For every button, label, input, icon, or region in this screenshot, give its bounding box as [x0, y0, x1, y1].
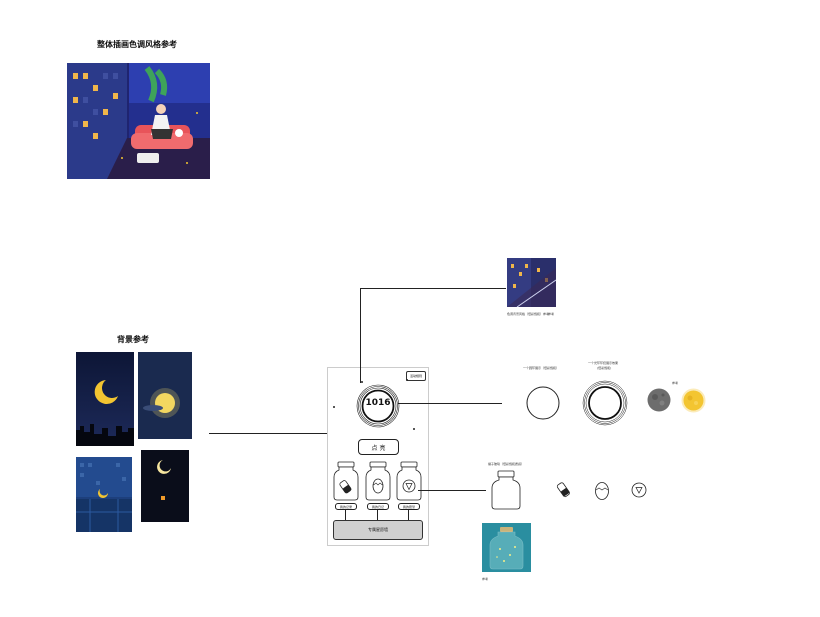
texture-ref-image	[507, 258, 556, 307]
connector-panel-h	[360, 288, 506, 289]
bg-ref-city-window	[76, 457, 132, 532]
jar-ref-photo	[482, 523, 531, 572]
moon-caption: 参考	[672, 381, 679, 385]
jar-connector	[345, 509, 346, 521]
star-dot	[333, 406, 335, 408]
yellow-moon	[681, 388, 706, 413]
rules-tag[interactable]: 活动规则	[406, 371, 426, 381]
style-ref-title: 整体插画色调风格参考	[97, 40, 177, 49]
connector-bg	[209, 433, 333, 434]
plain-circle	[526, 386, 560, 420]
jar-label-record: 我的记录	[335, 503, 357, 510]
circle2-caption-2: (低彩饱和)	[597, 366, 612, 370]
triangle-badge-icon	[631, 482, 647, 498]
circle2-caption: 一个光环环绕展示效果	[588, 361, 619, 365]
grey-moon	[647, 388, 671, 412]
light-up-button[interactable]: 点 亮	[358, 439, 399, 455]
connector-panel-v	[360, 288, 361, 383]
phone-mockup: 活动规则 1016 点 亮	[327, 367, 429, 546]
jar-label-wish: 我的愿望	[398, 503, 420, 510]
star-dot	[361, 381, 363, 383]
egg-icon	[593, 481, 611, 501]
style-ref-illustration	[67, 63, 210, 179]
bg-ref-full-moon	[138, 352, 192, 439]
jar-connector	[408, 509, 409, 521]
star-dot	[406, 379, 408, 381]
phone-icon	[553, 480, 573, 500]
jar-outline	[491, 470, 521, 510]
counter-value: 1016	[365, 398, 391, 408]
star-dot	[413, 428, 415, 430]
connector-circles	[398, 403, 502, 404]
texture-ref-caption: 色调背景风格（低彩饱和）参考	[507, 312, 550, 316]
bg-ref-dark-crescent	[141, 450, 189, 522]
bg-ref-crescent-city	[76, 352, 134, 446]
bg-ref-title: 背景参考	[117, 335, 149, 344]
circle1-caption: 一个圆环展示（低彩饱和）	[523, 366, 560, 370]
jar-caption: 罐子玻璃（低彩饱和质感）	[488, 462, 525, 466]
jar-record[interactable]	[333, 461, 359, 501]
jar-connector	[377, 509, 378, 521]
jar-ref-caption: 参考	[482, 577, 489, 581]
jar-wish[interactable]	[396, 461, 422, 501]
jar-diary[interactable]	[365, 461, 391, 501]
halo-circle	[582, 380, 628, 426]
wish-wall-button[interactable]: 专属星愿墙	[333, 520, 423, 540]
counter-ring	[356, 384, 400, 428]
connector-jars	[418, 490, 486, 491]
jar-label-diary: 我的日记	[367, 503, 389, 510]
texture-ref-caption-2: 参考	[548, 312, 555, 316]
